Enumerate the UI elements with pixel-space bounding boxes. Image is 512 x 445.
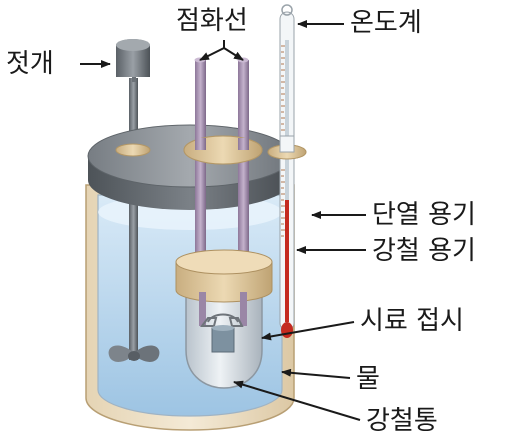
label-water: 물 — [356, 364, 380, 394]
arrow-steel-bomb — [233, 380, 361, 421]
wire-rod-top-left — [195, 138, 206, 150]
arrow-ignition-right — [223, 47, 244, 61]
label-sample-dish: 시료 접시 — [360, 306, 464, 336]
thermometer-stem-through-lid — [279, 135, 295, 153]
label-ignition-wire: 점화선 — [176, 6, 248, 36]
sample-dish — [200, 313, 244, 353]
stirrer — [108, 39, 160, 362]
steel-bomb — [175, 249, 273, 389]
label-steel-bomb: 강철통 — [366, 406, 438, 436]
arrow-sample-dish — [261, 321, 355, 341]
label-stirrer: 젓개 — [6, 49, 54, 79]
wire-rod-top-right — [238, 138, 249, 150]
leader-arrows — [80, 20, 366, 421]
arrow-ignition-left — [199, 40, 225, 61]
thermometer — [279, 4, 295, 338]
label-thermometer: 온도계 — [350, 8, 422, 38]
label-steel-container: 강철 용기 — [372, 236, 476, 266]
label-insulated-container: 단열 용기 — [372, 200, 476, 230]
arrow-water — [281, 368, 351, 379]
